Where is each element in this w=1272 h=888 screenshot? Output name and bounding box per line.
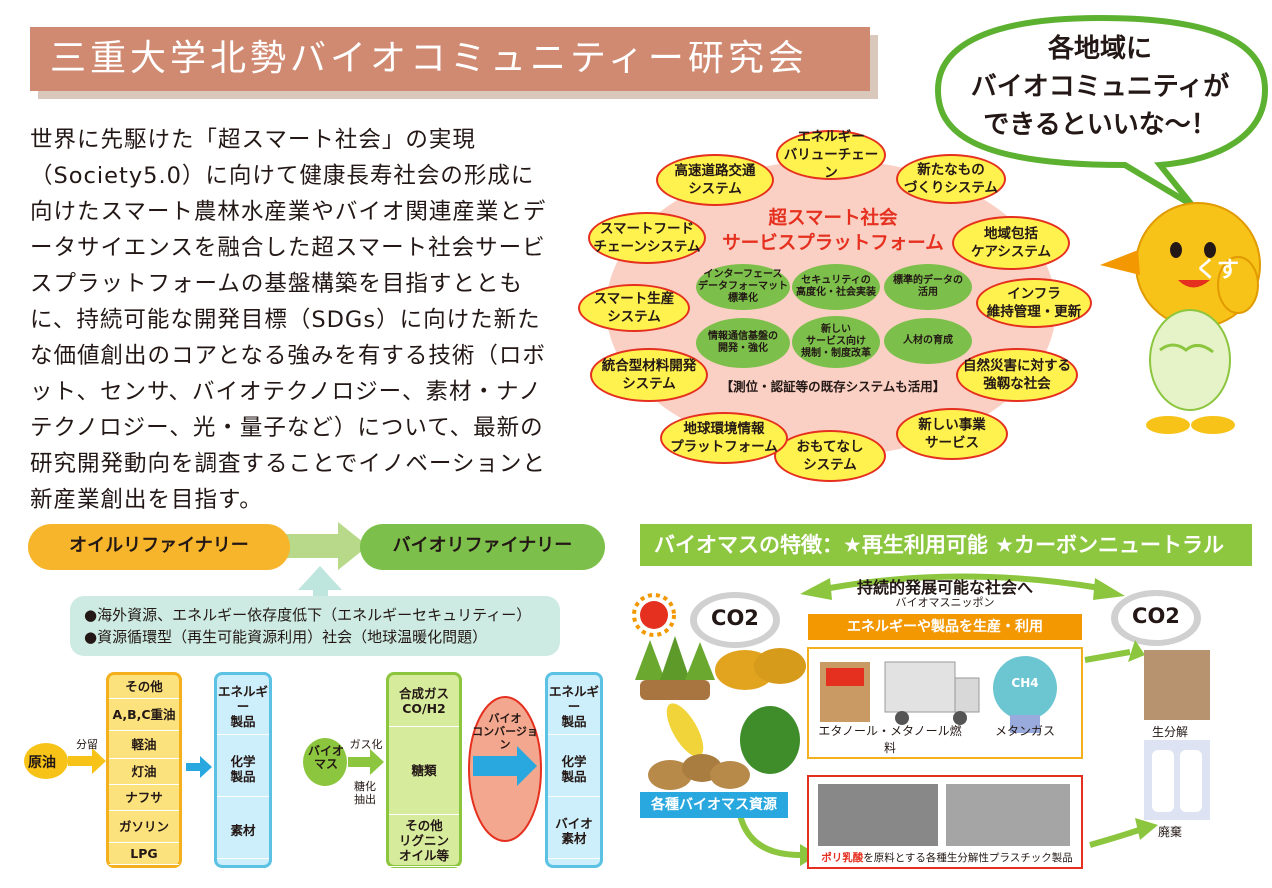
service-oval: おもてなし システム	[774, 430, 886, 482]
platform-title: 超スマート社会 サービスプラットフォーム	[698, 206, 968, 256]
service-oval: 新しい事業 サービス	[896, 408, 1008, 460]
bio-conversion-label: バイオ コンバージョン	[472, 712, 538, 751]
refinery-notes: ●海外資源、エネルギー依存度低下（エネルギーセキュリティー） ●資源循環型（再生…	[70, 596, 560, 656]
platform-diagram: 超スマート社会 サービスプラットフォーム エネルギー バリューチェーン新たなもの…	[578, 129, 1092, 482]
mascot-character	[1100, 202, 1261, 434]
oil-fraction-cell: ガソリン	[109, 811, 179, 843]
gasify-label: ガス化	[349, 738, 383, 751]
co2-left: CO2	[711, 606, 759, 630]
infrastructure-oval: 人材の育成	[884, 318, 972, 364]
bio-product-cell: バイオ 素材	[548, 803, 600, 859]
biomass-cycle-graphics	[632, 573, 1210, 869]
intro-paragraph: 世界に先駆けた「超スマート社会」の実現（Society5.0）に向けて健康長寿社…	[30, 127, 547, 513]
note-line-1: ●海外資源、エネルギー依存度低下（エネルギーセキュリティー）	[84, 606, 532, 624]
oil-fraction-cell: その他	[109, 675, 179, 699]
plastic-caption-highlight: ポリ乳酸	[821, 852, 864, 864]
bio-product-cell: エネルギー 製品	[548, 679, 600, 735]
service-oval: 高速道路交通 システム	[656, 154, 774, 206]
service-oval: 地域包括 ケアシステム	[952, 216, 1070, 270]
service-oval: スマート生産 システム	[578, 284, 690, 332]
saccharify-label: 糖化 抽出	[354, 780, 376, 806]
biomass-arrow	[303, 738, 384, 786]
platform-footer: 【測位・認証等の既存システムも活用】	[720, 379, 946, 394]
bio-conversion	[468, 696, 542, 842]
oil-fraction-cell: LPG	[109, 843, 179, 865]
waste-caption: 廃棄	[1157, 825, 1182, 839]
bio-fraction-cell: 糖類	[389, 727, 459, 815]
service-oval: 新たなもの づくりシステム	[896, 154, 1006, 204]
crude-oil-label: 原油	[28, 755, 56, 771]
bio-products-column: エネルギー 製品化学 製品バイオ 素材	[545, 672, 603, 868]
infrastructure-oval: セキュリティの 高度化・社会実装	[792, 264, 880, 310]
distill-label: 分留	[76, 738, 98, 751]
oil-product-cell: 素材	[217, 803, 269, 859]
bubble-text: 各地域に バイオコミュニティが できるといいな〜！	[935, 30, 1265, 144]
service-oval: インフラ 維持管理・更新	[976, 278, 1092, 328]
bubble-line-3: できるといいな〜！	[983, 110, 1217, 140]
oil-products-column: エネルギー 製品化学 製品素材	[214, 672, 272, 868]
bubble-line-1: 各地域に	[1047, 34, 1152, 64]
platform-title-line-1: 超スマート社会	[768, 208, 898, 229]
oil-fraction-cell: ナフサ	[109, 785, 179, 811]
oil-fraction-cell: 灯油	[109, 759, 179, 785]
bio-product-cell: 化学 製品	[548, 741, 600, 797]
bio-fraction-cell: 合成ガス CO/H2	[389, 675, 459, 727]
plastic-caption: ポリ乳酸を原料とする各種生分解性プラスチック製品	[812, 850, 1082, 865]
plastic-caption-rest: を原料とする各種生分解性プラスチック製品	[863, 852, 1073, 864]
biodegrade-caption: 生分解	[1151, 725, 1188, 739]
biomass-resources-label: 各種バイオマス資源	[640, 792, 788, 818]
co2-right: CO2	[1132, 604, 1180, 628]
methane-caption: メタンガス	[994, 724, 1055, 738]
oil-fraction-cell: A,B,C重油	[109, 699, 179, 731]
bubble-line-2: バイオコミュニティが	[970, 72, 1230, 102]
service-oval: 自然災害に対する 強靱な社会	[956, 348, 1078, 402]
oil-product-cell: エネルギー 製品	[217, 679, 269, 735]
biomass-header: バイオマスの特徴：★再生利用可能 ★カーボンニュートラル	[640, 524, 1252, 566]
crude-arrow	[24, 743, 106, 779]
bio-refinery-pill: バイオリファイナリー	[360, 524, 605, 570]
infrastructure-oval: 標準的データの 活用	[884, 264, 972, 310]
service-oval: エネルギー バリューチェーン	[776, 129, 886, 181]
page-title: 三重大学北勢バイオコミュニティー研究会	[30, 27, 870, 91]
biomass-label: バイオ マス	[307, 744, 344, 771]
speech-bubble	[934, 14, 1269, 208]
infrastructure-oval: インターフェース データフォーマット 標準化	[696, 264, 790, 310]
oil-refinery-pill: オイルリファイナリー	[28, 524, 290, 570]
service-oval: 地球環境情報 プラットフォーム	[660, 412, 788, 464]
infrastructure-oval: 新しい サービス向け 規制・制度改革	[792, 316, 880, 368]
fuel-caption: エタノール・メタノール燃料	[818, 724, 962, 755]
service-oval: スマートフード チェーンシステム	[588, 212, 706, 264]
infrastructure-oval: 情報通信基盤の 開発・強化	[696, 318, 790, 368]
produce-bar: エネルギーや製品を生産・利用	[808, 614, 1082, 640]
biomass-nippon-label: バイオマスニッポン	[895, 596, 995, 609]
ch4-label: CH4	[1011, 676, 1039, 690]
mascot-label: くす	[1195, 258, 1240, 283]
service-oval: 統合型材料開発 システム	[590, 348, 708, 402]
oil-to-products-arrow	[186, 756, 212, 778]
sustainable-label: 持続的発展可能な社会へ	[856, 578, 1033, 597]
note-line-2: ●資源循環型（再生可能資源利用）社会（地球温暖化問題）	[84, 628, 488, 646]
platform-title-line-2: サービスプラットフォーム	[722, 233, 944, 254]
oil-fraction-cell: 軽油	[109, 731, 179, 759]
bio-fraction-cell: その他 リグニン オイル等	[389, 815, 459, 867]
oil-product-cell: 化学 製品	[217, 741, 269, 797]
